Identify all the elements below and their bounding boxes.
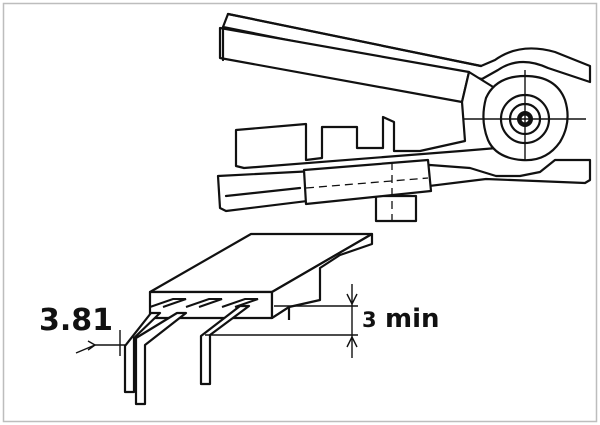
pivot-pin-icon: [464, 70, 586, 160]
tool-upper-handle-underside: [221, 12, 483, 68]
connector-top-face: [148, 232, 374, 294]
length-dimension-value: 3: [362, 308, 377, 332]
terminal-pin: [123, 311, 162, 394]
tool-upper-handle: [221, 12, 592, 84]
pitch-dimension: [75, 330, 125, 356]
connector: [148, 232, 374, 320]
length-dimension: [205, 284, 358, 358]
connector-step: [271, 306, 291, 320]
terminal-pins: [123, 304, 251, 406]
terminal-pin: [134, 311, 188, 406]
tool-hidden-lines: [305, 162, 429, 220]
tool-locator-tab: [374, 194, 418, 223]
tool-lower-jaw-line: [224, 186, 302, 198]
length-dimension-unit: min: [385, 304, 440, 334]
tool-insertion-box: [302, 158, 433, 206]
connector-slots: [149, 298, 259, 308]
pitch-dimension-label: 3.81: [39, 303, 113, 338]
